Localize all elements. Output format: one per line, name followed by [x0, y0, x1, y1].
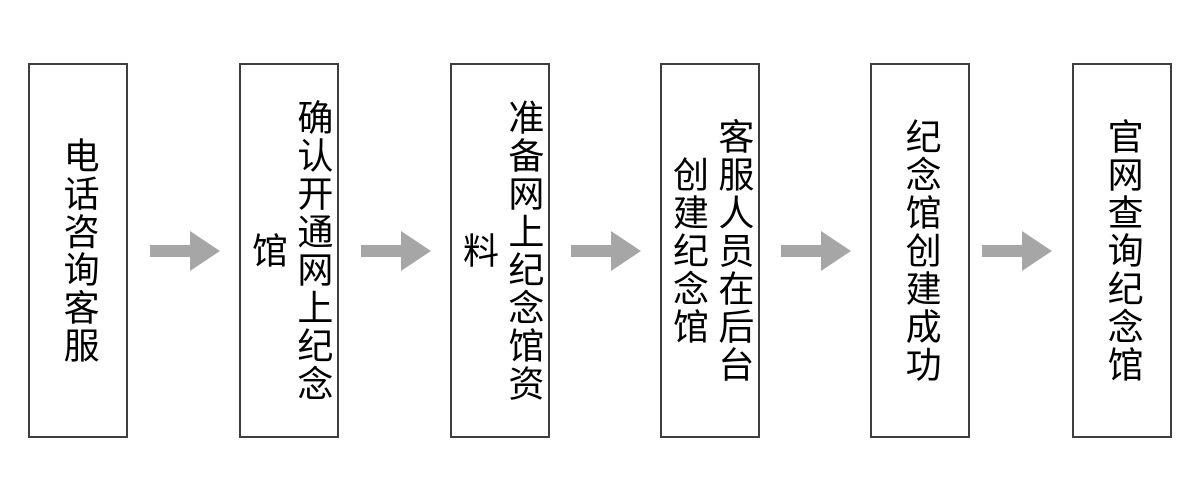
right-arrow-icon — [150, 231, 220, 271]
flow-arrow-2 — [361, 231, 431, 271]
flow-node-1-label: 电话咨询客服 — [57, 136, 99, 365]
flow-node-1[interactable]: 电话咨询客服 — [28, 63, 128, 438]
right-arrow-icon — [781, 231, 851, 271]
flow-node-3[interactable]: 准备网上纪念馆资料 — [450, 63, 550, 438]
flow-node-4-label: 客服人员在后台创建纪念馆 — [667, 117, 754, 384]
flow-node-2-label: 确认开通网上纪念馆 — [246, 98, 333, 403]
flow-node-3-label: 准备网上纪念馆资料 — [457, 98, 544, 403]
flow-node-5-label: 纪念馆创建成功 — [899, 117, 941, 384]
flow-node-6[interactable]: 官网查询纪念馆 — [1072, 63, 1172, 438]
flow-node-5[interactable]: 纪念馆创建成功 — [870, 63, 970, 438]
flow-arrow-4 — [781, 231, 851, 271]
flow-node-6-label: 官网查询纪念馆 — [1101, 117, 1143, 384]
right-arrow-icon — [982, 231, 1052, 271]
flow-arrow-5 — [982, 231, 1052, 271]
right-arrow-icon — [571, 231, 641, 271]
flow-node-4[interactable]: 客服人员在后台创建纪念馆 — [660, 63, 760, 438]
flow-node-2[interactable]: 确认开通网上纪念馆 — [239, 63, 339, 438]
flow-arrow-1 — [150, 231, 220, 271]
flow-arrow-3 — [571, 231, 641, 271]
right-arrow-icon — [361, 231, 431, 271]
